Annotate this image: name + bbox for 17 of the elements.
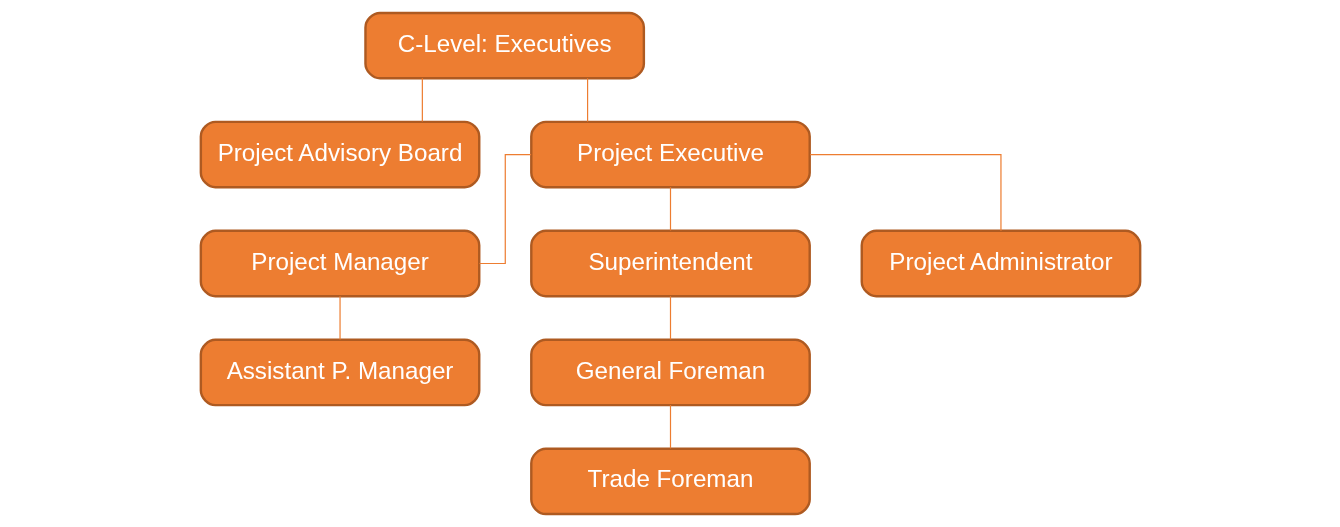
- connector: [669, 295, 671, 340]
- connector: [338, 295, 341, 340]
- node-box: Assistant P. Manager: [199, 338, 480, 407]
- connector: [809, 153, 1002, 232]
- node-box: Trade Foreman: [529, 447, 811, 516]
- connector: [669, 404, 671, 449]
- node-box: General Foreman: [529, 338, 811, 407]
- node-box: Superintendent: [529, 229, 811, 298]
- node-box: Project Advisory Board: [199, 120, 480, 189]
- connector: [586, 77, 588, 123]
- connector: [478, 153, 532, 265]
- node-box: Project Administrator: [860, 229, 1141, 298]
- node-box: Project Executive: [529, 120, 811, 189]
- connector: [421, 77, 423, 123]
- node-box: C-Level: Executives: [363, 11, 645, 80]
- node-box: Project Manager: [199, 229, 480, 298]
- connector: [669, 186, 671, 232]
